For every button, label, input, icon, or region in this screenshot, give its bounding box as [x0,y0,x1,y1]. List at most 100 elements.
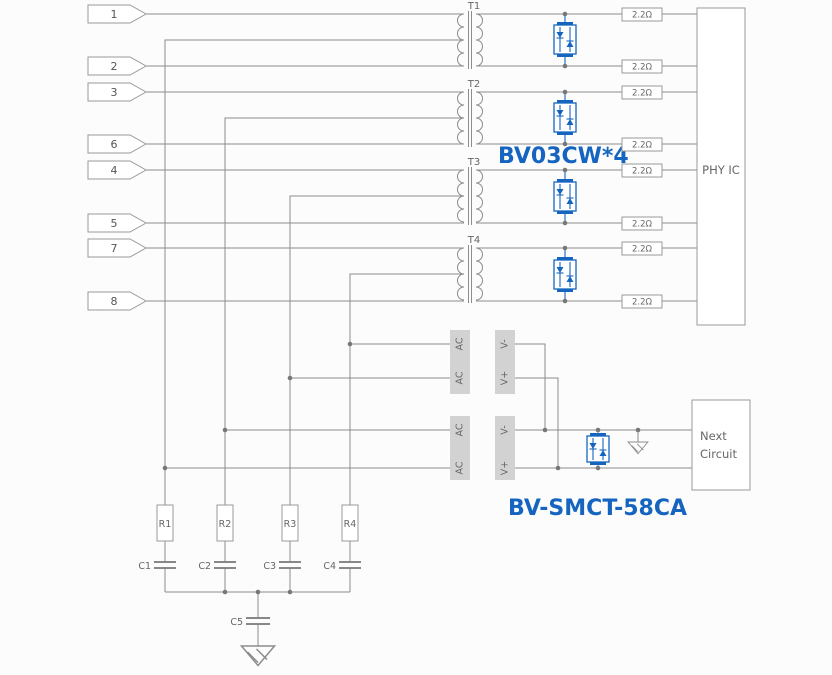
resistor-body [621,85,663,100]
resistor-body [621,7,663,22]
pin-shape [87,134,148,154]
tvs-top-bar [590,433,606,436]
bridge-rectifier-1: AC AC V- V+ [450,330,515,394]
bridge-terminal-vminus: V- [500,425,511,434]
pin-shape [87,291,148,311]
resistor-label: R4 [344,519,357,530]
capacitor-label-c2: C2 [198,561,211,572]
bridge-dc-band [495,330,515,394]
series-resistor-8: 2.2Ω [621,294,663,309]
pin-label: 8 [111,295,118,308]
series-resistor-2: 2.2Ω [621,59,663,74]
ground-symbol-c5 [240,645,276,667]
junction-dot [595,465,601,471]
series-resistor-1: 2.2Ω [621,7,663,22]
next-circuit-block: Next Circuit [691,399,751,491]
transformer-label-t3: T3 [467,157,480,168]
bridge-terminal-ac: AC [455,371,466,384]
termination-resistor-r4: R4 [341,504,359,542]
resistor-label: R3 [284,519,297,530]
resistor-body [621,59,663,74]
junction-dot [562,89,568,95]
signal-wires [146,13,697,302]
series-resistor-3: 2.2Ω [621,85,663,100]
resistor-value: 2.2Ω [632,167,653,177]
capacitor-label-c5: C5 [230,617,243,628]
junction-dot [562,167,568,173]
series-resistor-7: 2.2Ω [621,241,663,256]
pin-connector-4: 4 [87,160,148,180]
pin-shape [87,56,148,76]
resistor-body [216,504,234,542]
pin-connector-1: 1 [87,4,148,24]
tvs-array-1 [553,12,577,67]
junction-dot [635,427,641,433]
termination-resistor-r1: R1 [156,504,174,542]
diode-symbol [589,443,597,449]
series-resistor-6: 2.2Ω [621,216,663,231]
tvs-part-number: BV03CW*4 [498,144,629,169]
pin-connector-6: 6 [87,134,148,154]
resistor-value: 2.2Ω [632,63,653,73]
junction-dot [562,11,568,17]
junction-dot [562,63,568,69]
center-tap-wires [164,39,464,505]
next-circuit-label-line1: Next [700,429,727,443]
resistor-value: 2.2Ω [632,11,653,21]
pin-connector-2: 2 [87,56,148,76]
bridge-ac-band [450,330,470,394]
resistor-body [281,504,299,542]
phy-ic-body [696,7,746,326]
junction-dot [347,341,353,347]
tvs-array-3 [553,169,577,224]
bridge-terminal-ac: AC [455,423,466,436]
bridge-terminal-ac: AC [455,461,466,474]
transformer-label-t1: T1 [467,1,480,12]
bridge-terminal-vplus: V+ [500,461,511,475]
bridge-terminal-vminus: V- [500,339,511,348]
resistor-body [621,216,663,231]
termination-resistor-r2: R2 [216,504,234,542]
pin-label: 1 [111,8,118,21]
next-circuit-body [691,399,751,491]
resistor-value: 2.2Ω [632,220,653,230]
termination-resistor-r3: R3 [281,504,299,542]
resistor-label: R2 [219,519,232,530]
junction-dot [287,375,293,381]
bridge-dc-band [495,416,515,480]
resistor-label: R1 [159,519,172,530]
bridge-ac-band [450,416,470,480]
phy-ic-label: PHY IC [702,163,740,177]
pin-shape [87,4,148,24]
resistor-body [621,137,663,152]
resistor-value: 2.2Ω [632,298,653,308]
transformer-label-t4: T4 [467,235,480,246]
pin-shape [87,213,148,233]
pin-label: 6 [111,138,118,151]
pin-connector-8: 8 [87,291,148,311]
capacitor-label-c1: C1 [138,561,151,572]
junction-dot [562,141,568,147]
resistor-body [341,504,359,542]
tvs-bottom-bar [590,462,606,465]
junction-dot [287,589,293,595]
resistor-body [156,504,174,542]
capacitor-plates [154,561,361,625]
bridge-part-number: BV-SMCT-58CA [508,496,687,521]
capacitor-label-c3: C3 [263,561,276,572]
junction-dot [562,245,568,251]
resistor-value: 2.2Ω [632,245,653,255]
pin-connector-3: 3 [87,82,148,102]
pin-label: 5 [111,217,118,230]
resistor-body [621,163,663,178]
resistor-value: 2.2Ω [632,141,653,151]
bridge-terminal-vplus: V+ [500,371,511,385]
bridge-rectifier-2: AC AC V- V+ [450,416,515,480]
junction-dot [595,427,601,433]
series-resistor-5: 2.2Ω [621,163,663,178]
next-circuit-label-line2: Circuit [700,447,738,461]
pin-shape [87,238,148,258]
resistor-body [621,294,663,309]
junction-dot [222,427,228,433]
